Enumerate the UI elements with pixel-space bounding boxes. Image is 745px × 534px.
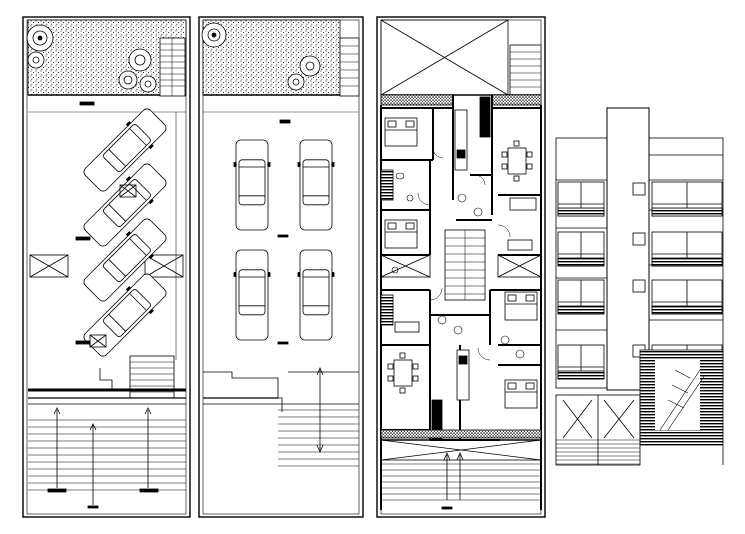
- car-icon: [233, 249, 271, 341]
- car-icon: [233, 139, 271, 231]
- window-icon: [651, 231, 723, 267]
- tree-icon: [27, 51, 45, 69]
- tree-icon: [118, 70, 138, 90]
- diagonal-cars: [83, 108, 167, 357]
- straight-cars: [233, 139, 335, 341]
- bed-icon: [384, 219, 418, 249]
- window-icon: [557, 231, 605, 267]
- window-icon: [651, 181, 723, 217]
- window-icon: [557, 181, 605, 217]
- car-icon: [297, 249, 335, 341]
- tree-icon: [26, 24, 54, 52]
- tree-icon: [201, 22, 227, 48]
- plan-2-parking-straight: [198, 16, 364, 518]
- window-icon: [651, 279, 723, 315]
- elevation: [555, 107, 724, 466]
- car-icon: [83, 218, 167, 302]
- car-icon: [83, 273, 167, 357]
- plan-3-apartment: [376, 16, 546, 518]
- tree-icon: [128, 48, 152, 72]
- tree-icon: [299, 55, 321, 77]
- bed-icon: [504, 291, 538, 321]
- entry-stair: [129, 355, 175, 399]
- tree-icon: [287, 73, 305, 91]
- plan-1-parking-diagonal: [22, 16, 191, 518]
- dining-table-icon: [387, 352, 419, 394]
- car-icon: [297, 139, 335, 231]
- window-icon: [557, 344, 605, 380]
- dining-table-icon: [501, 140, 533, 182]
- stair-flight: [509, 44, 542, 96]
- bed-icon: [504, 379, 538, 409]
- stair-flight: [159, 37, 186, 97]
- tree-icon: [139, 75, 157, 93]
- car-icon: [83, 163, 167, 247]
- car-icon: [83, 108, 167, 192]
- bed-icon: [384, 117, 418, 147]
- window-icon: [557, 279, 605, 315]
